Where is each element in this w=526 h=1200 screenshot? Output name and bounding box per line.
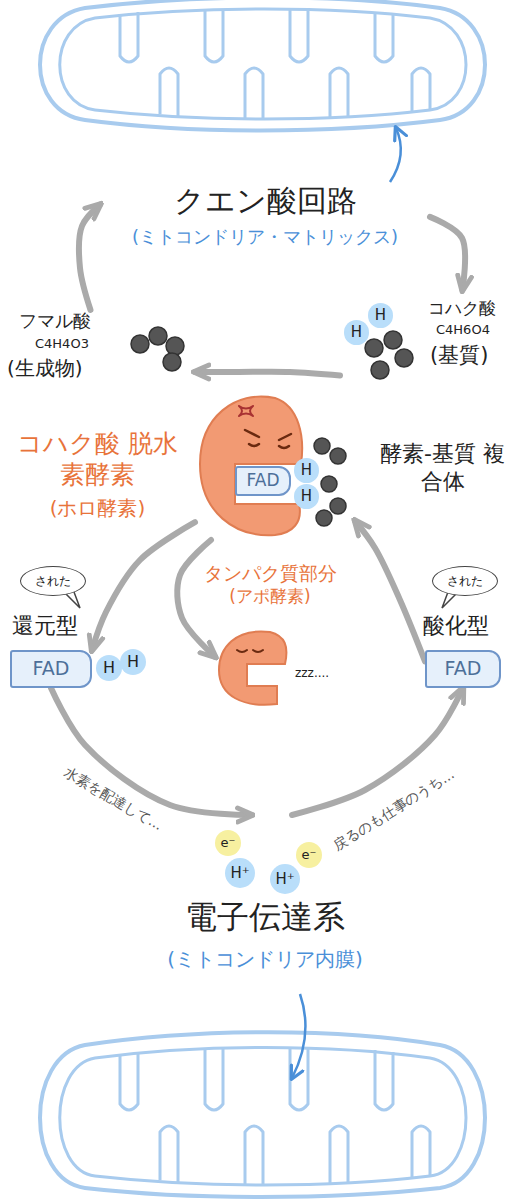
substrate-label: コハク酸 C4H6O4 (基質) HH	[340, 290, 520, 382]
atom	[371, 361, 389, 379]
node-label: H⁺	[230, 864, 249, 883]
node-label: FAD	[247, 470, 280, 491]
node-label: e⁻	[302, 847, 317, 863]
node-heading: クエン酸回路	[100, 182, 430, 220]
substrate-atom	[314, 438, 330, 454]
hydrogen-atom: H	[368, 303, 393, 328]
mitochondrion-outer	[40, 0, 485, 131]
hydrogen-atom: H	[294, 484, 319, 509]
hydrogen-atom: H	[96, 655, 122, 681]
substrate-atom	[330, 448, 346, 464]
flow-arrow	[430, 217, 465, 290]
node-heading: コハク酸 脱水素酵素	[15, 428, 180, 491]
node-label: H	[351, 323, 362, 342]
node-heading: フマル酸	[19, 310, 91, 333]
node-heading: (アポ酵素)	[190, 586, 350, 607]
enzyme-outline	[237, 650, 263, 652]
atom	[166, 337, 184, 355]
atom	[384, 331, 402, 349]
oxidized-fad-box: 酸化型FAD	[425, 650, 501, 688]
enzyme-outline	[219, 631, 286, 704]
node-heading: 酸化型	[423, 612, 489, 640]
fad-box: FAD	[235, 466, 291, 496]
node-heading: (ミトコンドリア内膜)	[130, 947, 400, 972]
proton: H⁺	[270, 864, 300, 894]
hydrogen-atom: H	[294, 458, 319, 483]
reduced-fad-box: 還元型FAD	[10, 650, 92, 688]
bubble-tail	[66, 592, 80, 608]
node-heading: (生成物)	[7, 356, 83, 381]
leader-arrow	[390, 128, 401, 182]
electron: e⁻	[296, 842, 322, 868]
node-heading: コハク酸	[428, 298, 496, 319]
mitochondrion-inner	[60, 9, 466, 119]
electron: e⁻	[215, 830, 241, 856]
apoenzyme: タンパク質部分(アポ酵素)zzz....	[215, 628, 300, 710]
flow-arrow	[177, 540, 215, 657]
node-label: FAD	[445, 657, 482, 681]
node-label: された	[447, 574, 483, 589]
node-label: H	[301, 461, 312, 480]
node-heading: 電子伝達系	[130, 897, 400, 937]
node-heading: タンパク質部分	[190, 562, 350, 586]
flow-arrow	[51, 688, 252, 815]
cycle-label: クエン酸回路 (ミトコンドリア・マトリックス)	[100, 180, 430, 262]
enzyme-shape	[215, 628, 300, 710]
mitochondrion-outer	[40, 1032, 485, 1197]
flow-arrow	[195, 372, 340, 376]
mitochondrion-cristae	[120, 10, 430, 118]
speech-bubble: された	[432, 566, 498, 596]
node-label: H	[127, 652, 139, 672]
flow-arrow	[292, 688, 463, 815]
node-heading: zzz....	[295, 666, 329, 681]
substrate-atom	[321, 476, 337, 492]
node-label: H	[103, 658, 115, 678]
node-label: された	[35, 574, 71, 589]
node-label: H	[301, 487, 312, 506]
fumarate-molecule	[131, 327, 184, 371]
node-label: H⁺	[275, 870, 294, 889]
node-heading: 酵素-基質 複合体	[380, 440, 505, 495]
node-label: H	[375, 306, 386, 325]
atom	[131, 335, 149, 353]
atom	[163, 353, 181, 371]
enzyme-outline	[245, 430, 291, 448]
hydrogen-atom: H	[120, 649, 146, 675]
edge-label: 水素を配達して...	[60, 764, 165, 835]
holo-enzyme: コハク酸 脱水素酵素(ホロ酵素)酵素-基質 複合体FADHH	[195, 392, 355, 540]
atom	[149, 327, 167, 345]
node-heading: C4H4O3	[35, 336, 89, 352]
node-heading: (基質)	[430, 342, 488, 368]
node-heading: (ホロ酵素)	[15, 496, 180, 521]
mitochondrion-cristae	[120, 1048, 430, 1184]
node-label: FAD	[33, 657, 70, 681]
node-heading: (ミトコンドリア・マトリックス)	[100, 226, 430, 249]
flow-arrow	[355, 521, 425, 662]
node-heading: 還元型	[12, 612, 78, 640]
atom	[395, 349, 413, 367]
substrate-atom	[330, 498, 346, 514]
flow-arrow	[79, 205, 100, 310]
substrate-atom	[316, 510, 332, 526]
atom	[365, 339, 383, 357]
edge-label: 戻るのも仕事のうち...	[330, 766, 457, 855]
proton: H⁺	[225, 858, 255, 888]
speech-bubble: された	[20, 566, 86, 596]
succinate-molecule	[365, 331, 413, 379]
enzyme-outline	[239, 406, 253, 416]
product-label: フマル酸 C4H4O3 (生成物)	[5, 310, 195, 396]
mitochondrion-inner	[60, 1048, 466, 1186]
node-heading: C4H6O4	[436, 322, 490, 338]
node-label: e⁻	[221, 835, 236, 851]
enzyme-outline	[200, 397, 302, 536]
hydrogen-atom: H	[344, 320, 369, 345]
leader-arrow	[292, 994, 305, 1078]
